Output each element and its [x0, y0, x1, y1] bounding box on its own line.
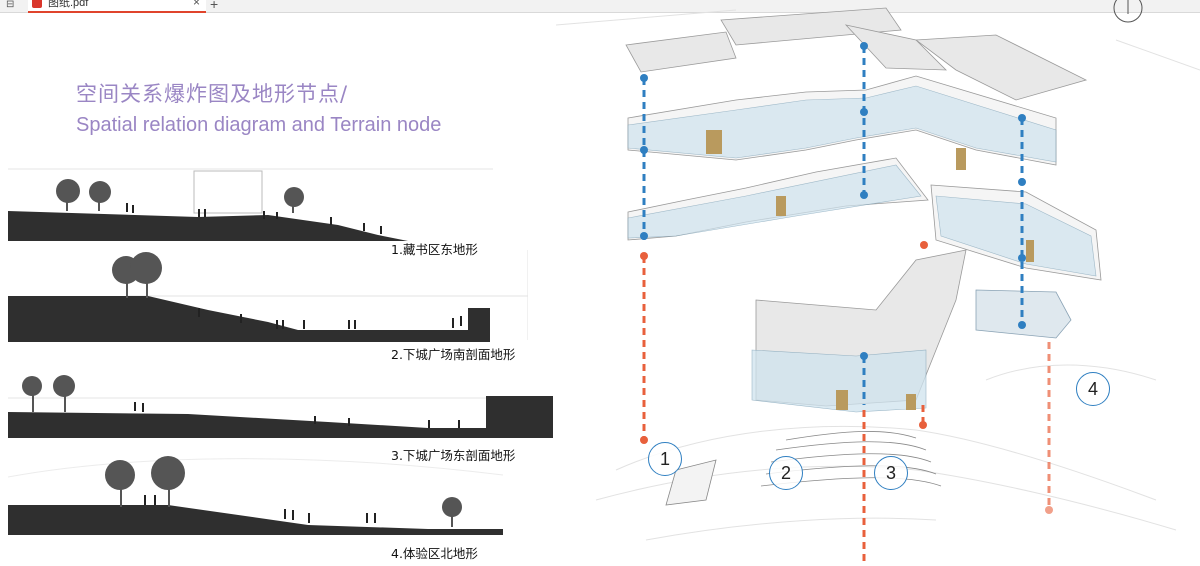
page-title-en: Spatial relation diagram and Terrain nod… [76, 114, 442, 136]
north-arrow-icon [1113, 0, 1143, 23]
exploded-axonometric-diagram: 1 2 3 4 [555, 0, 1200, 561]
section-caption: 1.藏书区东地形 [391, 242, 478, 257]
callout-node-3: 3 [874, 456, 908, 490]
terrain-section-1-drawing [8, 168, 493, 241]
callout-node-1: 1 [648, 442, 682, 476]
upper-level-link-nodes [640, 42, 1026, 360]
sidebar-toggle-icon[interactable]: ⊟ [6, 0, 15, 10]
viewer-tab-bar: ⊟ 图纸.pdf × + [0, 0, 1200, 13]
exploded-axonometric-drawing [555, 0, 1200, 561]
section-caption: 4.体验区北地形 [391, 546, 478, 561]
page-title-cn: 空间关系爆炸图及地形节点/ [76, 82, 349, 106]
tab-label: 图纸.pdf [48, 0, 89, 9]
upper-level-link-lines [642, 46, 1024, 405]
close-tab-icon[interactable]: × [192, 0, 200, 9]
callout-node-4: 4 [1076, 372, 1110, 406]
pdf-file-icon [32, 0, 42, 8]
terrain-section-2-drawing [8, 250, 528, 342]
section-caption: 3.下城广场东剖面地形 [391, 448, 516, 463]
new-tab-button[interactable]: + [210, 0, 219, 12]
section-caption: 2.下城广场南剖面地形 [391, 347, 516, 362]
tab-document[interactable]: 图纸.pdf × [28, 0, 206, 13]
terrain-section-2: 2.下城广场南剖面地形 [8, 250, 528, 362]
callout-node-2: 2 [769, 456, 803, 490]
ground-floor-plates [751, 249, 967, 413]
terrain-section-3: 3.下城广场东剖面地形 [8, 370, 553, 463]
terrain-section-4-drawing [8, 456, 504, 535]
terrain-section-1: 1.藏书区东地形 [8, 165, 498, 257]
terrain-section-3-drawing [8, 375, 553, 438]
ground-link-nodes [640, 241, 1053, 514]
roof-slabs [625, 7, 1088, 101]
upper-floor-plates [627, 75, 1057, 170]
middle-floor-plates [627, 157, 1102, 339]
terrain-section-4: 4.体验区北地形 [8, 455, 508, 561]
